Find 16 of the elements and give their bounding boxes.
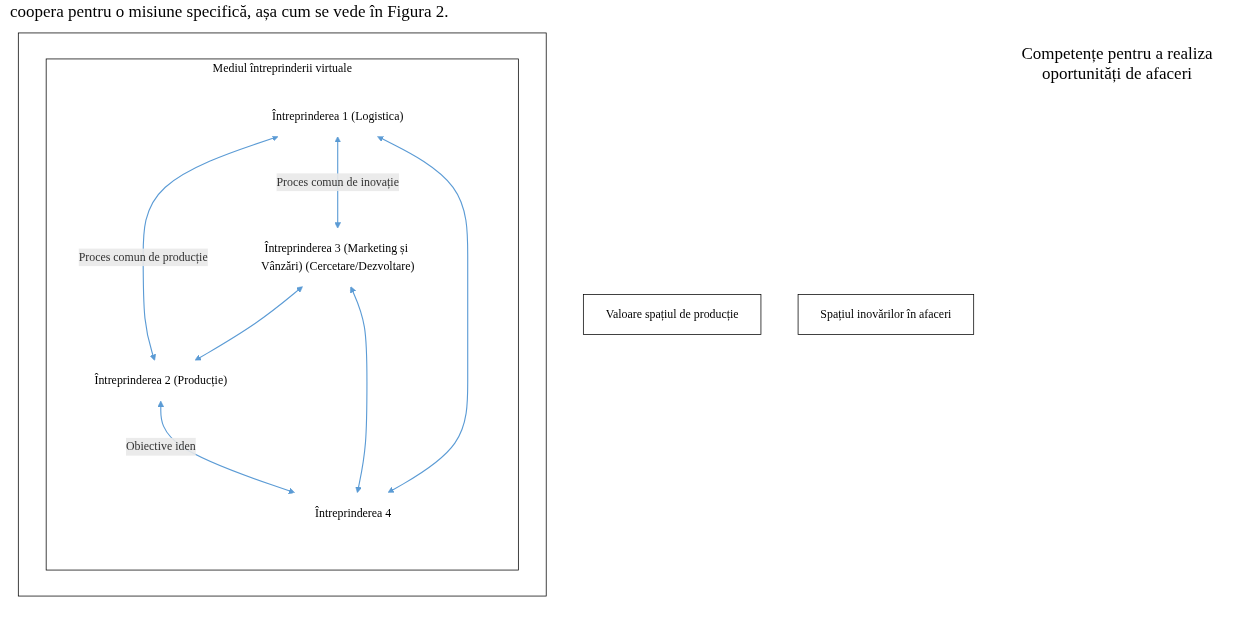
node-text: Întreprinderea 1 (Logistica) — [272, 108, 404, 122]
body-text: coopera pentru o misiune specifică, așa cum se vede în Figura 2. — [10, 2, 450, 22]
arrow — [350, 285, 368, 493]
arrow — [194, 285, 303, 361]
node-text: Întreprinderea 4 — [315, 505, 392, 519]
arrow — [142, 134, 279, 361]
note-text: Competențe pentru a realiza oportunități de afaceri — [1020, 44, 1214, 84]
edge-label: Proces comun de inovație — [276, 175, 399, 188]
arrow — [377, 135, 469, 493]
edge-label: Obiective iden — [125, 439, 196, 453]
node-box: Valoare spațiul de producție — [583, 293, 762, 335]
edge-label: Proces comun de producție — [78, 250, 208, 263]
node-text: Întreprinderea 3 (Marketing și Vânzări) (Cercetare/Dezvoltare) — [261, 241, 415, 272]
node-text: Întreprinderea 2 (Producție) — [94, 373, 228, 387]
node-box: Spațiul inovărilor în afaceri — [797, 293, 975, 335]
cluster — [17, 32, 547, 596]
